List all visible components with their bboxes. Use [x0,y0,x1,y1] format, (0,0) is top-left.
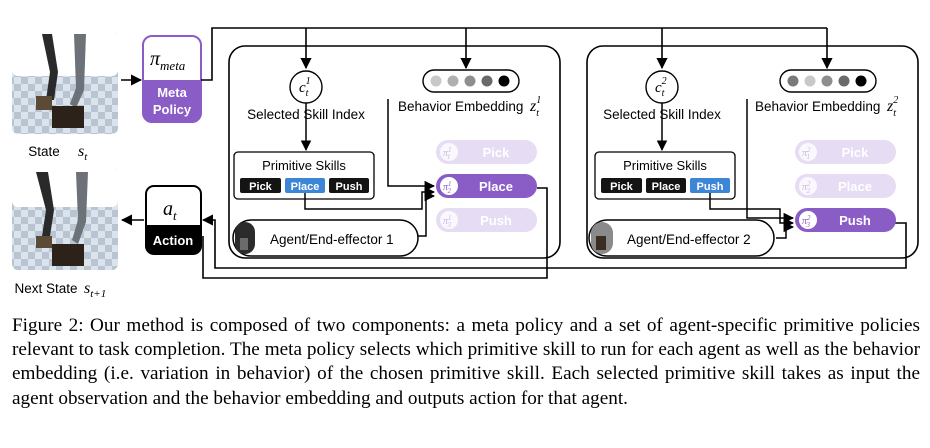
next-state-label: Next State [14,281,77,296]
svg-text:Push: Push [480,213,512,228]
agent-label-1: Agent/End-effector 1 [270,232,394,247]
agent-label-2: Agent/End-effector 2 [627,232,751,247]
svg-text:Place: Place [479,179,513,194]
embedding-dot [838,75,850,87]
flow-arrows [120,27,907,279]
svg-text:π22: π22 [802,180,811,195]
figure-caption: Figure 2: Our method is composed of two … [12,315,920,409]
svg-text:Place: Place [838,179,872,194]
embedding-dot [821,75,833,87]
embedding-dot [447,75,459,87]
svg-text:π12: π12 [443,180,452,195]
embedding-label-2: Behavior Embedding [755,99,880,114]
meta-policy-label-1: Meta [157,85,187,100]
svg-text:π23: π23 [802,214,811,229]
next-state-symbol: st+1 [84,280,106,300]
skill-tag-place-1 [285,178,325,193]
svg-text:Pick: Pick [842,145,870,160]
svg-text:Pick: Pick [483,145,511,160]
embedding-dot [481,75,493,87]
skill-tag-push-1 [329,178,369,193]
agent-box-2 [588,219,775,257]
embedding-dot [464,75,476,87]
svg-text:π11: π11 [443,146,451,161]
state-image [12,31,118,134]
skill-tag-label: Place [652,181,681,193]
skill-tag-label: Pick [249,181,273,193]
skill-tag-label: Place [291,181,320,193]
skill-tag-place-2 [646,178,686,193]
skill-tag-label: Push [697,181,724,193]
skill-tag-pick-1 [240,178,281,193]
embedding-label-1: Behavior Embedding [398,99,523,114]
primitive-skills-title-2: Primitive Skills [623,158,707,173]
method-diagram: State st Next State st+1 πmeta Meta Poli… [12,27,919,300]
embedding-dot [430,75,442,87]
embedding-dot [804,75,816,87]
meta-policy-box: πmeta Meta Policy [142,35,202,123]
primitive-skills-title-1: Primitive Skills [262,158,346,173]
action-symbol: at [163,198,177,223]
svg-text:π13: π13 [443,214,452,229]
skill-tag-push-2 [690,178,730,193]
svg-text:Push: Push [839,213,871,228]
agent-box-1 [232,219,419,257]
state-symbol: st [78,143,88,163]
meta-policy-label-2: Policy [153,102,192,117]
skill-index-label-2: Selected Skill Index [603,107,721,122]
skill-tag-pick-2 [601,178,642,193]
embedding-dot [855,75,867,87]
next-state-image [12,167,118,270]
svg-text:π21: π21 [802,146,811,161]
action-box: at Action [145,185,202,255]
embedding-dot [498,75,510,87]
skill-tag-label: Pick [610,181,634,193]
skill-index-label-1: Selected Skill Index [247,107,365,122]
meta-policy-symbol: πmeta [150,48,186,73]
action-label: Action [153,233,194,248]
state-label: State [28,144,60,159]
skill-tag-label: Push [336,181,363,193]
embedding-dot [787,75,799,87]
